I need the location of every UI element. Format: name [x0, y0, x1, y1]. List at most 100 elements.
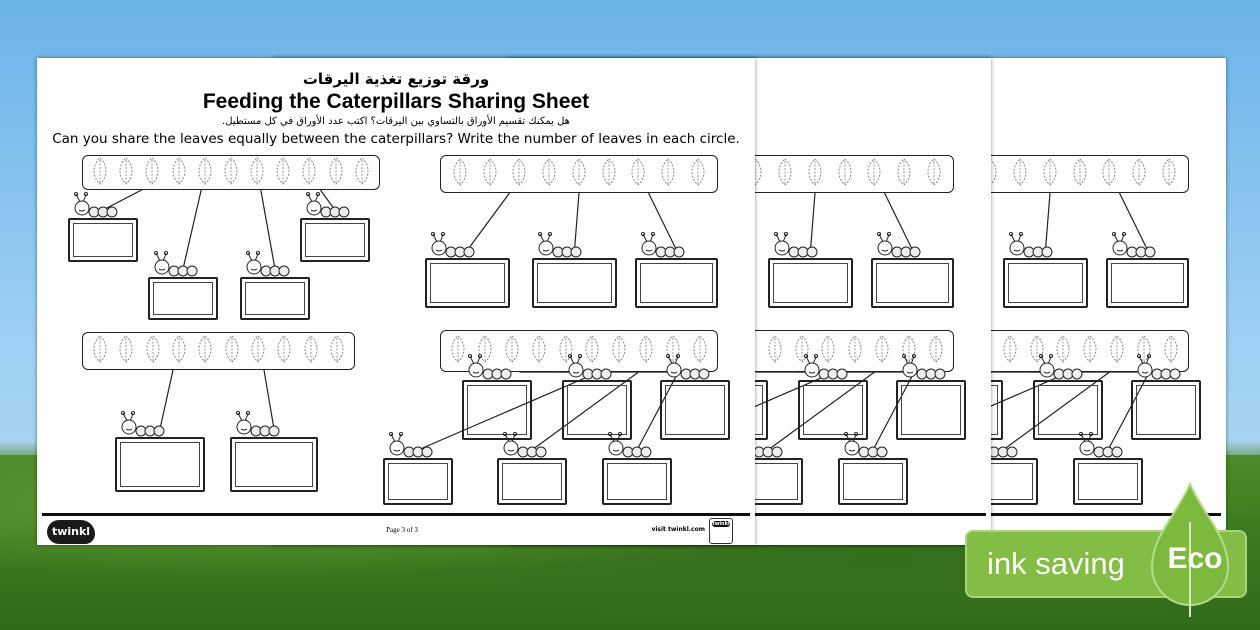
eco-label: Eco — [1167, 542, 1223, 575]
leaf-icon — [658, 158, 678, 190]
leaf-icon — [480, 158, 500, 190]
leaf-icon — [301, 335, 321, 367]
leaf-icon — [688, 158, 708, 190]
badge-logo: twinkl — [712, 521, 730, 527]
ink-saving-label: ink saving — [987, 546, 1125, 581]
answer-box[interactable] — [635, 232, 718, 308]
leaf-icon — [327, 335, 347, 367]
leaf-strip — [82, 155, 380, 190]
leaf-icon — [90, 335, 110, 367]
leaf-icon — [628, 158, 648, 190]
leaf-icon — [899, 335, 919, 367]
leaf-icon — [1010, 158, 1030, 190]
answer-box[interactable] — [1003, 232, 1088, 308]
leaf-icon — [116, 156, 136, 189]
twinkl-logo: twinkl — [47, 520, 95, 544]
caterpillar-icon — [120, 411, 165, 437]
leaf-icon — [636, 335, 656, 367]
leaf-icon — [450, 158, 470, 190]
answer-box[interactable] — [68, 192, 138, 262]
leaf-icon — [1000, 335, 1020, 367]
page-number: Page 3 of 3 — [386, 526, 418, 534]
caterpillar-icon — [607, 432, 652, 458]
leaf-icon — [1107, 335, 1127, 367]
leaf-icon — [143, 335, 163, 367]
answer-box[interactable] — [1131, 354, 1201, 440]
leaf-icon — [1099, 158, 1119, 190]
leaf-icon — [556, 335, 576, 367]
leaf-icon — [299, 156, 319, 189]
answer-box[interactable] — [532, 232, 617, 308]
answer-box[interactable] — [1106, 232, 1189, 308]
instructions-arabic: هل يمكنك تقسيم الأوراق بالتساوي بين الير… — [222, 116, 570, 127]
leaf-icon — [1159, 158, 1179, 190]
caterpillar-icon — [773, 232, 818, 258]
leaf-icon — [116, 335, 136, 367]
answer-box[interactable] — [230, 411, 318, 492]
leaf-strip — [82, 332, 355, 370]
leaf-icon — [169, 156, 189, 189]
leaf-icon — [352, 156, 372, 189]
answer-box[interactable] — [838, 432, 908, 505]
leaf-icon — [1129, 158, 1149, 190]
answer-box[interactable] — [1073, 432, 1143, 505]
answer-box[interactable] — [497, 432, 567, 505]
leaf-icon — [609, 335, 629, 367]
leaf-icon — [599, 158, 619, 190]
answer-box[interactable] — [115, 411, 205, 492]
leaf-icon — [1161, 335, 1181, 367]
answer-box[interactable] — [462, 354, 532, 440]
caterpillar-icon — [843, 432, 888, 458]
answer-box[interactable] — [425, 232, 510, 308]
leaf-icon — [326, 156, 346, 189]
leaf-icon — [1080, 335, 1100, 367]
leaf-icon — [872, 335, 892, 367]
leaf-icon — [569, 158, 589, 190]
caterpillar-icon — [245, 251, 290, 277]
leaf-icon — [273, 156, 293, 189]
caterpillar-icon — [1078, 432, 1123, 458]
leaf-icon — [475, 335, 495, 367]
caterpillar-icon — [305, 192, 350, 218]
leaf-icon — [805, 158, 825, 190]
eco-leaf-drop-icon — [1150, 482, 1230, 617]
leaf-icon — [765, 335, 785, 367]
answer-box[interactable] — [383, 432, 453, 505]
leaf-icon — [864, 158, 884, 190]
answer-box[interactable] — [240, 251, 310, 320]
leaf-icon — [1040, 158, 1060, 190]
leaf-icon — [448, 335, 468, 367]
leaf-icon — [894, 158, 914, 190]
answer-box[interactable] — [896, 354, 966, 440]
caterpillar-icon — [430, 232, 475, 258]
leaf-icon — [818, 335, 838, 367]
leaf-strip — [440, 155, 718, 193]
answer-box[interactable] — [1033, 354, 1103, 440]
leaf-icon — [775, 158, 795, 190]
instructions: Can you share the leaves equally between… — [52, 131, 740, 147]
leaf-icon — [509, 158, 529, 190]
answer-box[interactable] — [871, 232, 954, 308]
answer-box[interactable] — [660, 354, 730, 440]
leaf-icon — [1134, 335, 1154, 367]
caterpillar-icon — [901, 354, 946, 380]
caterpillar-icon — [502, 432, 547, 458]
leaf-icon — [247, 156, 267, 189]
leaf-icon — [845, 335, 865, 367]
leaf-icon — [926, 335, 946, 367]
caterpillar-icon — [567, 354, 612, 380]
answer-box[interactable] — [148, 251, 218, 320]
leaf-icon — [502, 335, 522, 367]
leaf-icon — [663, 335, 683, 367]
leaf-icon — [222, 335, 242, 367]
caterpillar-icon — [388, 432, 433, 458]
answer-box[interactable] — [562, 354, 632, 440]
caterpillar-icon — [803, 354, 848, 380]
answer-box[interactable] — [768, 232, 853, 308]
answer-box[interactable] — [798, 354, 868, 440]
footer-divider — [42, 513, 750, 516]
leaf-icon — [221, 156, 241, 189]
answer-box[interactable] — [300, 192, 370, 262]
answer-box[interactable] — [602, 432, 672, 505]
